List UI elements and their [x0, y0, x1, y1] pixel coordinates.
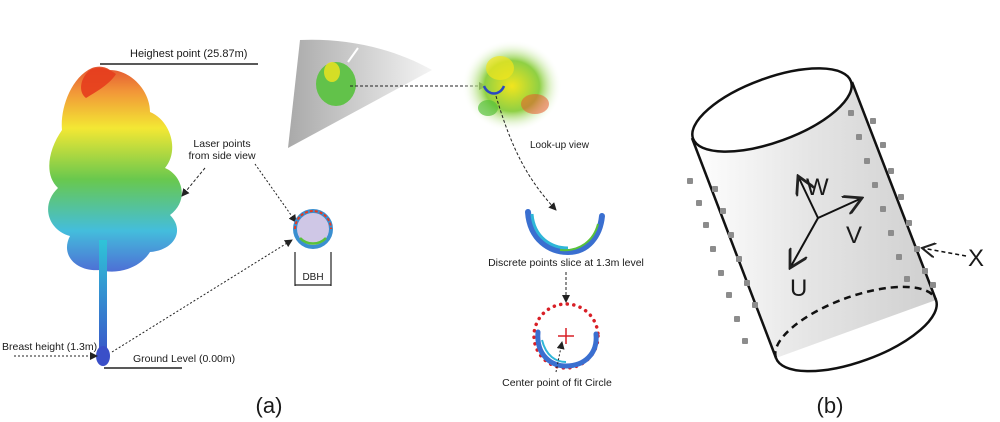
lookup-to-slice-arrow	[495, 95, 557, 211]
axis-w-label: W	[806, 174, 829, 201]
slice-label: Discrete points slice at 1.3m level	[488, 257, 644, 269]
lookup-cone	[288, 39, 432, 148]
panel-a-caption: (a)	[256, 393, 283, 418]
tree-point-cloud	[48, 66, 182, 366]
panel-b: W V U X (b)	[687, 67, 984, 418]
highest-point-label: Heighest point (25.87m)	[130, 48, 247, 60]
center-point-arrow	[555, 341, 565, 373]
laser-points-label-line2: from side view	[188, 150, 256, 162]
axis-u-label: U	[790, 275, 807, 302]
dbh-ring	[293, 209, 333, 249]
laser-to-ring-arrow	[254, 163, 297, 223]
dbh-label: DBH	[302, 272, 323, 283]
panel-b-caption: (b)	[817, 393, 844, 418]
axis-x-label: X	[968, 245, 984, 272]
lookup-view	[462, 40, 562, 132]
breast-height-label: Breast height (1.3m)	[2, 341, 97, 353]
discrete-slice	[525, 209, 605, 256]
cylinder	[690, 67, 938, 373]
laser-points-arrow	[181, 167, 206, 197]
panel-a: Heighest point (25.87m) Laser points fro…	[2, 39, 644, 418]
fit-circle	[532, 302, 600, 370]
look-up-view-label: Look-up view	[530, 140, 590, 151]
x-arrow	[922, 248, 967, 256]
local-axes	[790, 176, 862, 268]
trunk-to-ring-arrow	[111, 239, 293, 353]
center-point-label: Center point of fit Circle	[502, 377, 612, 389]
ground-level-label: Ground Level (0.00m)	[133, 353, 235, 365]
axis-v-label: V	[846, 222, 862, 249]
laser-points-label-line1: Laser points	[193, 138, 250, 150]
gray-points	[687, 110, 936, 344]
